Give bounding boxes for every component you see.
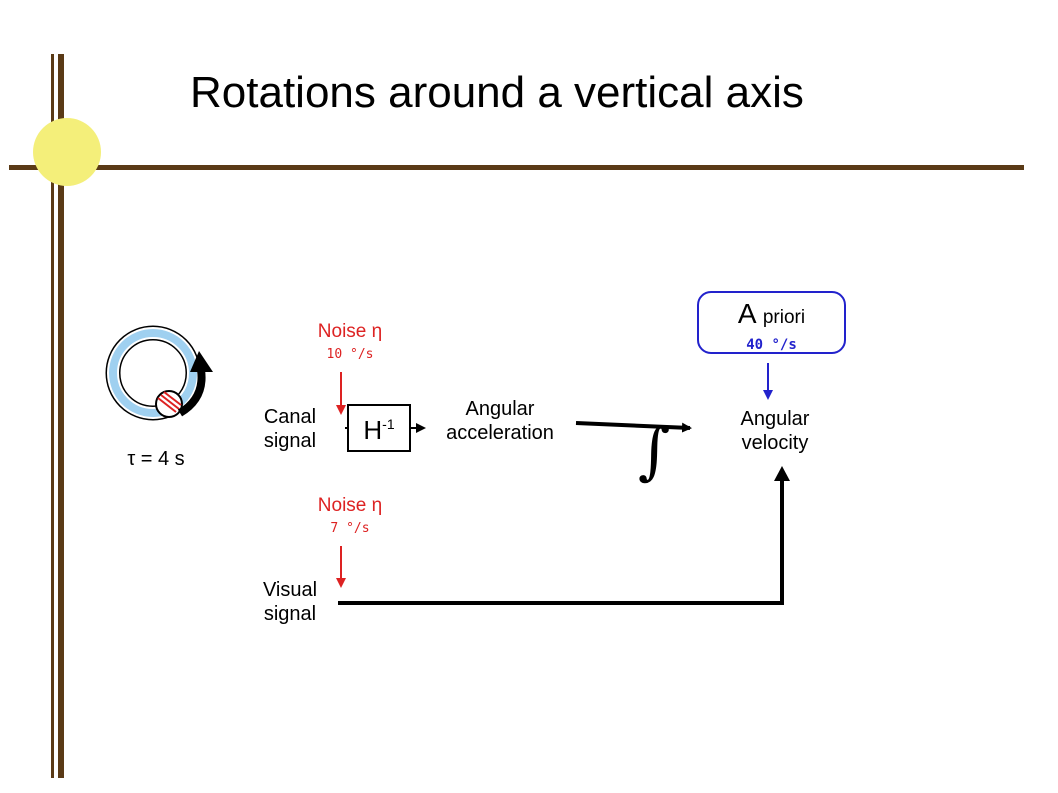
a-priori-word: priori — [762, 307, 806, 328]
canal-signal-line1: Canal — [263, 406, 317, 428]
visual-signal-line2: signal — [263, 603, 317, 625]
a-priori-box: A priori 40 °/s — [697, 291, 846, 354]
visual-signal-label: Visual signal — [250, 578, 330, 626]
canal-signal-label: Canal signal — [250, 405, 330, 453]
angular-acceleration-label: Angular acceleration — [430, 397, 570, 445]
h-inverse-exponent: -1 — [382, 416, 395, 432]
noise-canal-value: 10 °/s — [326, 347, 374, 362]
sun-circle — [33, 118, 101, 186]
noise-visual-title: Noise η — [317, 495, 383, 516]
tau-label: τ = 4 s — [127, 448, 185, 470]
visual-path-line — [338, 480, 784, 605]
noise-visual-label: Noise η 7 °/s — [295, 494, 405, 538]
h-inverse-base: H — [363, 415, 383, 445]
a-priori-title: A priori — [699, 296, 844, 336]
frame-vertical-bar-left — [51, 54, 54, 778]
angular-acceleration-line1: Angular — [465, 398, 535, 420]
canal-signal-line2: signal — [263, 430, 317, 452]
h-inverse-box: H-1 — [347, 404, 411, 452]
angular-velocity-line2: velocity — [741, 432, 809, 454]
angular-velocity-label: Angular velocity — [720, 407, 830, 455]
visual-path-arrowhead — [774, 466, 790, 481]
a-priori-value: 40 °/s — [746, 337, 797, 353]
rotation-arrow-icon — [177, 351, 213, 417]
semicircular-canal-icon — [105, 325, 201, 421]
noise-canal-label: Noise η 10 °/s — [295, 320, 405, 364]
page-title: Rotations around a vertical axis — [190, 68, 804, 117]
a-priori-a: A — [737, 298, 756, 329]
angular-acceleration-line2: acceleration — [446, 422, 554, 444]
visual-signal-line1: Visual — [262, 579, 318, 601]
frame-horizontal-bar — [9, 165, 1024, 170]
frame-vertical-bar-right — [58, 54, 64, 778]
integral-symbol: ∫ — [638, 414, 671, 487]
noise-canal-title: Noise η — [317, 321, 383, 342]
angular-velocity-line1: Angular — [740, 408, 810, 430]
integration-arrow — [575, 421, 692, 433]
noise-visual-value: 7 °/s — [330, 521, 370, 536]
